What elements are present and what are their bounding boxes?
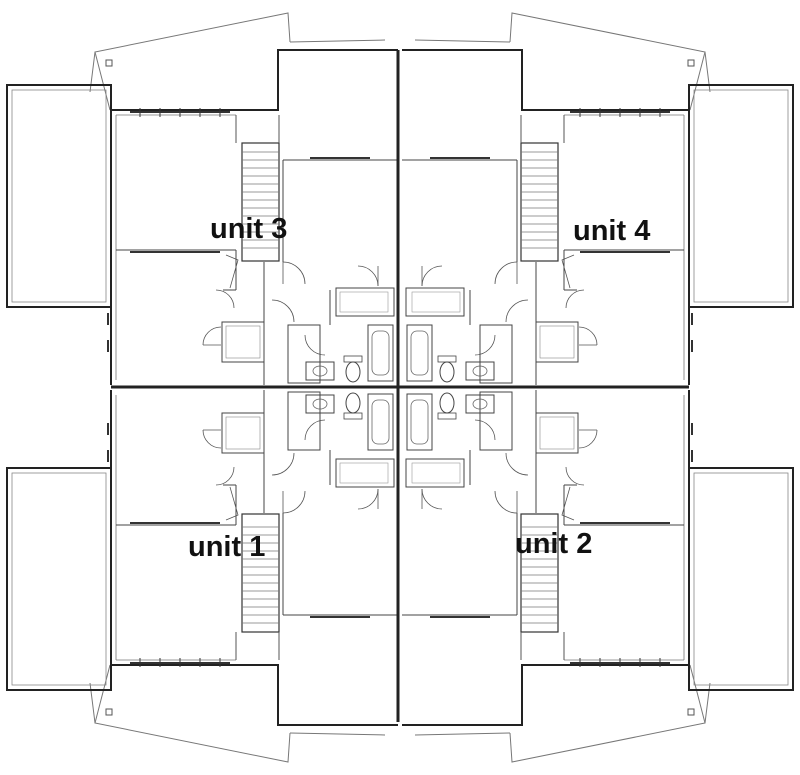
unit-4-label: unit 4	[573, 215, 650, 247]
unit-1-label: unit 1	[188, 531, 265, 563]
unit-2-label: unit 2	[515, 528, 592, 560]
unit-3-label: unit 3	[210, 213, 287, 245]
